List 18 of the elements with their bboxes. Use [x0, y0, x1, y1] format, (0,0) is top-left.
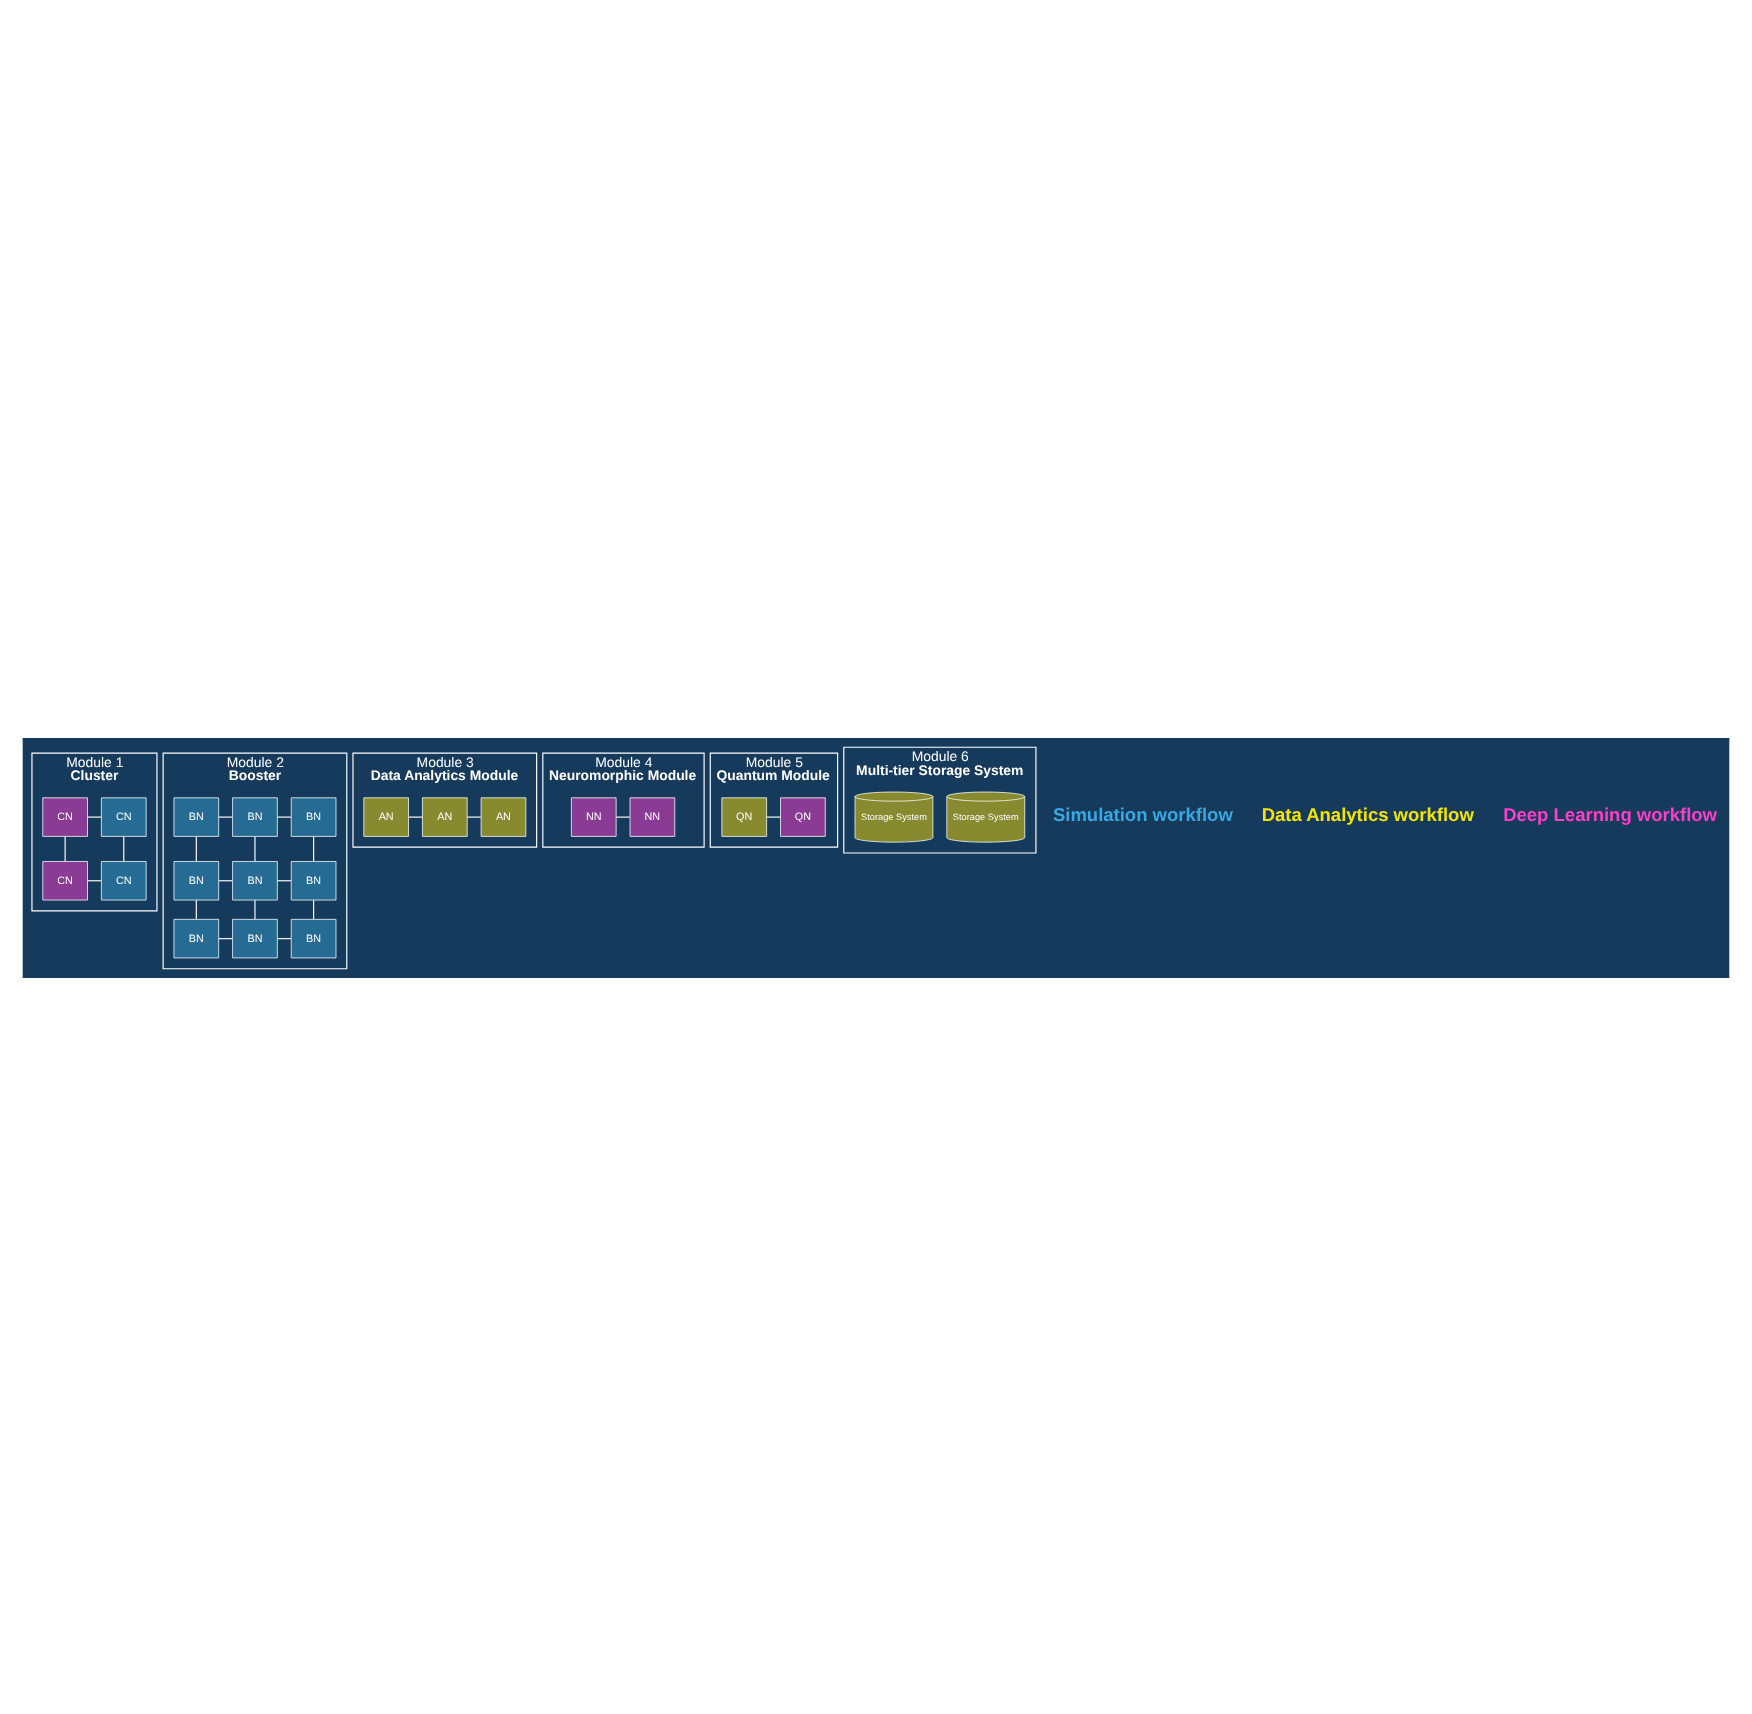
connector	[64, 834, 66, 861]
connector	[466, 815, 482, 817]
connector	[615, 815, 631, 817]
label: Simulation workflow	[1052, 804, 1233, 825]
connector	[313, 834, 315, 861]
connector	[408, 815, 423, 817]
label: Data Analytics workflow	[1261, 804, 1474, 825]
connector	[313, 898, 315, 919]
connector	[87, 815, 102, 817]
connector	[766, 815, 781, 817]
connector	[276, 815, 292, 817]
connector	[218, 815, 233, 817]
connector	[254, 898, 256, 919]
label: Deep Learning workflow	[1503, 804, 1718, 825]
connector	[254, 834, 256, 861]
connector	[123, 834, 125, 861]
connector	[195, 898, 197, 919]
connector	[195, 834, 197, 861]
